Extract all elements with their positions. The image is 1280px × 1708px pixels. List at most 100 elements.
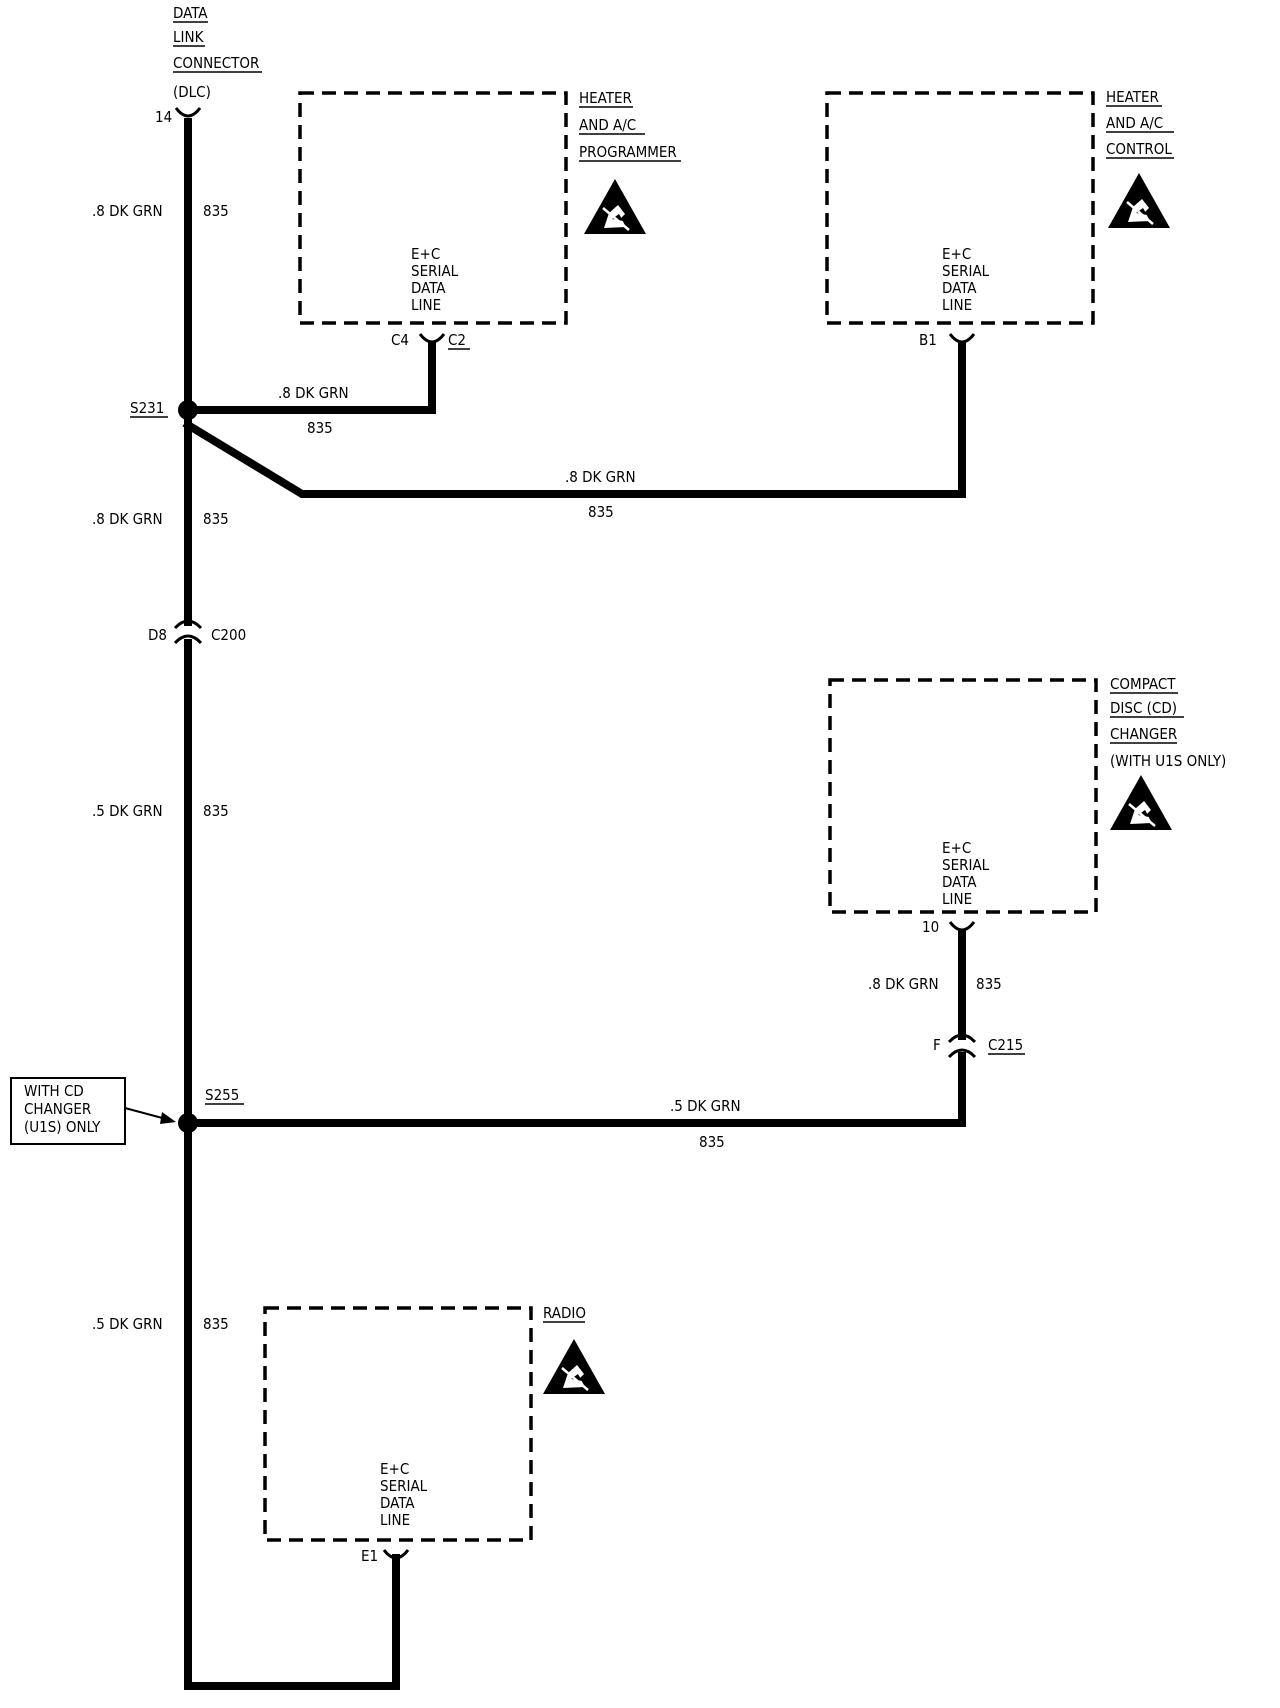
note-box (10, 1077, 126, 1145)
radio-terminal-icon (382, 1549, 410, 1560)
cd-changer-terminal-icon (948, 921, 976, 932)
wire-cd-drop-size: .8 DK GRN (868, 975, 939, 993)
wire-cd-run-circuit: 835 (699, 1133, 725, 1151)
programmer-label-line3: PROGRAMMER (579, 143, 677, 161)
c215-pin: F (933, 1036, 941, 1054)
splice-s255-dot (178, 1113, 198, 1133)
programmer-box (298, 91, 568, 325)
wire-seg3-circuit: 835 (203, 802, 229, 820)
control-serial-1: E+C (942, 245, 971, 263)
wire-seg1-circuit: 835 (203, 202, 229, 220)
c215-lower-terminal-icon (947, 1048, 977, 1059)
programmer-connector: C2 (448, 331, 466, 349)
wire-labels: .8 DK GRN 835 .8 DK GRN 835 .8 DK GRN 83… (92, 202, 1002, 1333)
control-serial-4: LINE (942, 296, 972, 314)
wire-s231-to-programmer (184, 342, 436, 414)
programmer-serial-4: LINE (411, 296, 441, 314)
radio-serial-2: SERIAL (380, 1477, 428, 1495)
c200-lower-terminal-icon (173, 634, 203, 645)
wire-s231-to-control (182, 342, 966, 498)
cd-changer-label-line2: DISC (CD) (1110, 699, 1177, 717)
esd-warning-icon (1108, 773, 1174, 832)
data-link-connector: DATA LINK CONNECTOR (DLC) 14 (155, 4, 262, 126)
heater-ac-programmer: HEATER AND A/C PROGRAMMER E+C SERIAL DAT… (298, 89, 681, 350)
wire-s255-to-radio (184, 1119, 400, 1690)
wire-s255-to-c215 (184, 1052, 966, 1127)
wiring (182, 118, 966, 1690)
control-serial-2: SERIAL (942, 262, 990, 280)
programmer-pin: C4 (391, 331, 409, 349)
splice-s231-label: S231 (130, 399, 164, 417)
note-line3: (U1S) ONLY (24, 1118, 101, 1136)
cd-changer-label-line1: COMPACT (1110, 675, 1176, 693)
cd-changer-serial-1: E+C (942, 839, 971, 857)
connector-c200: D8 C200 (148, 619, 246, 645)
wire-ctrl-circuit: 835 (588, 503, 614, 521)
programmer-serial-1: E+C (411, 245, 440, 263)
cd-changer-pin: 10 (922, 918, 939, 936)
programmer-terminal-icon (418, 333, 446, 344)
esd-warning-icon (1106, 171, 1172, 230)
splice-s255-label: S255 (205, 1086, 239, 1104)
wire-ctrl-size: .8 DK GRN (565, 468, 636, 486)
c200-label: C200 (211, 626, 246, 644)
c215-label: C215 (988, 1036, 1023, 1054)
dlc-label-line3: CONNECTOR (173, 54, 259, 72)
programmer-serial-3: DATA (411, 279, 446, 297)
programmer-label-line2: AND A/C (579, 116, 636, 134)
note-line2: CHANGER (24, 1100, 91, 1118)
control-pin: B1 (919, 331, 937, 349)
dlc-label-line1: DATA (173, 4, 208, 22)
dlc-terminal-icon (174, 107, 202, 118)
radio-serial-1: E+C (380, 1460, 409, 1478)
note-arrowhead-icon (160, 1112, 176, 1124)
radio-serial-4: LINE (380, 1511, 410, 1529)
dlc-label-line4: (DLC) (173, 83, 211, 101)
cd-changer-serial-2: SERIAL (942, 856, 990, 874)
esd-warning-icon (582, 177, 648, 236)
connector-c215: F C215 (933, 1033, 1025, 1059)
programmer-serial-2: SERIAL (411, 262, 459, 280)
dlc-label-line2: LINK (173, 28, 205, 46)
wire-seg1-size: .8 DK GRN (92, 202, 163, 220)
note-line1: WITH CD (24, 1082, 84, 1100)
with-cd-changer-note: WITH CD CHANGER (U1S) ONLY (10, 1077, 176, 1145)
esd-warning-icon (541, 1337, 607, 1396)
wire-cd-drop-circuit: 835 (976, 975, 1002, 993)
c215-upper-terminal-icon (947, 1033, 977, 1044)
control-label-line2: AND A/C (1106, 114, 1163, 132)
cd-changer-box (828, 678, 1098, 914)
heater-ac-control: HEATER AND A/C CONTROL E+C SERIAL DATA L… (825, 88, 1174, 349)
splice-s231-dot (178, 400, 198, 420)
control-label-line1: HEATER (1106, 88, 1159, 106)
dlc-pin: 14 (155, 108, 172, 126)
radio-label: RADIO (543, 1304, 586, 1322)
wire-seg2-size: .8 DK GRN (92, 510, 163, 528)
splice-s231: S231 (130, 399, 198, 420)
wire-prog-size: .8 DK GRN (278, 384, 349, 402)
wire-cd-run-size: .5 DK GRN (670, 1097, 741, 1115)
c200-pin: D8 (148, 626, 167, 644)
cd-changer-label-line4: (WITH U1S ONLY) (1110, 752, 1226, 770)
programmer-label-line1: HEATER (579, 89, 632, 107)
radio-box (263, 1306, 533, 1542)
control-serial-3: DATA (942, 279, 977, 297)
wire-seg2-circuit: 835 (203, 510, 229, 528)
radio-pin: E1 (361, 1547, 378, 1565)
control-box (825, 91, 1095, 325)
note-arrow-line (124, 1107, 167, 1120)
control-terminal-icon (948, 333, 976, 344)
c200-upper-terminal-icon (173, 619, 203, 630)
splice-s255: S255 (178, 1086, 244, 1133)
wire-prog-circuit: 835 (307, 419, 333, 437)
radio-serial-3: DATA (380, 1494, 415, 1512)
cd-changer-label-line3: CHANGER (1110, 725, 1177, 743)
wire-seg3-size: .5 DK GRN (92, 802, 163, 820)
radio: RADIO E+C SERIAL DATA LINE E1 (263, 1304, 607, 1565)
control-label-line3: CONTROL (1106, 140, 1172, 158)
cd-changer: COMPACT DISC (CD) CHANGER (WITH U1S ONLY… (828, 675, 1226, 936)
cd-changer-serial-4: LINE (942, 890, 972, 908)
wire-seg4-circuit: 835 (203, 1315, 229, 1333)
wire-seg4-size: .5 DK GRN (92, 1315, 163, 1333)
